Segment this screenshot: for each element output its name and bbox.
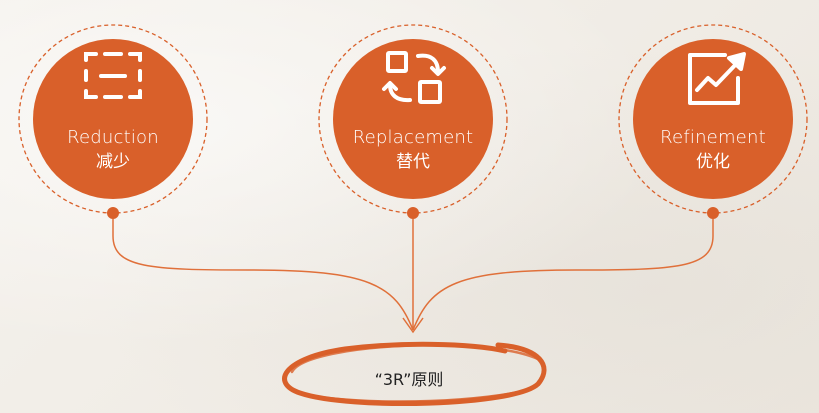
reduction-connector-dot [107, 207, 119, 219]
reduction-label-zh: 减少 [96, 152, 130, 172]
left-connector [112, 219, 414, 331]
result-label: “3R”原则 [374, 370, 444, 389]
reduction-circle [33, 39, 193, 199]
replacement-label-en: Replacement [352, 127, 474, 148]
refinement-connector-dot [707, 207, 719, 219]
trend-up-chart-icon [688, 52, 746, 105]
reduction-node [18, 24, 208, 219]
replacement-label-zh: 替代 [396, 152, 430, 172]
replacement-node [318, 24, 508, 219]
refinement-circle [633, 39, 793, 199]
replacement-connector-dot [407, 207, 419, 219]
replacement-circle [333, 39, 493, 199]
connector-lines [112, 219, 714, 334]
refinement-node [618, 24, 808, 219]
reduction-label-en: Reduction [67, 127, 159, 148]
refinement-label-en: Refinement [660, 127, 766, 148]
refinement-label: Refinement 优化 [623, 127, 803, 173]
replacement-label: Replacement 替代 [323, 127, 503, 173]
dashed-frame-minus-icon [84, 52, 142, 99]
swap-squares-icon [382, 51, 446, 104]
arrow-head-icon [402, 317, 424, 334]
reduction-label: Reduction 减少 [23, 127, 203, 173]
brush-ellipse [282, 341, 547, 407]
right-connector [412, 219, 714, 331]
refinement-label-zh: 优化 [696, 152, 730, 172]
